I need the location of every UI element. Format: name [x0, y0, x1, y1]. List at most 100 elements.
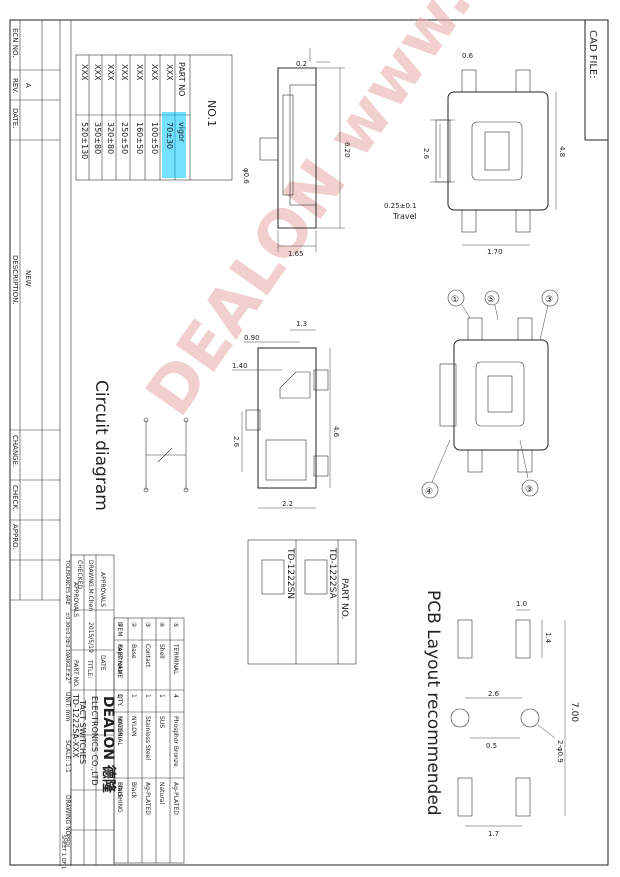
front-dim-090: 0.90 — [244, 334, 260, 342]
side-dim-height: 6.20 — [343, 142, 351, 158]
bom-row-1-col-3: Phosphor Bronze — [172, 716, 179, 767]
part-no-item-1: TD-1222SA — [327, 547, 337, 599]
bom-row-1-col-2: 4 — [172, 694, 179, 698]
bom-row-3-col-2: 1 — [144, 694, 151, 698]
part-table-title: NO.1 — [205, 100, 218, 127]
bom-row-1-col-4: Ag-PLATED — [172, 782, 179, 815]
front-dim-22: 2.2 — [282, 500, 293, 508]
title-block: APPROVALS DATE DRAWN G.M.Chen 2015/5/19 … — [60, 554, 117, 869]
side-dim-pin: φ0.6 — [242, 168, 250, 184]
revision-block: ECN NO. REV. DATE. DESCRIPTION. CHANGE. … — [10, 20, 60, 601]
pcb-dim-total: 7.00 — [569, 702, 579, 722]
svg-text:DEALON www.sisog.com: DEALON www.sisog.com — [132, 0, 620, 429]
part-table-row-5-part: XXX — [106, 64, 115, 81]
bom-row-5-col-2: 1 — [116, 694, 123, 698]
bom-row-4-col-0: ② — [130, 622, 137, 628]
tb-company-logo: DEALON 德隆 — [100, 696, 117, 794]
rev-header-date: DATE. — [11, 108, 19, 128]
part-table-row-6-vigor: 350±80 — [93, 122, 102, 154]
front-view: 1.3 0.90 1.40 2.6 4.6 2.2 — [232, 320, 340, 509]
side-view: 0.2 6.20 φ0.6 1.65 — [242, 48, 351, 258]
bom-row-1-col-0: ⑤ — [172, 622, 179, 627]
tb-sheet: SHEET 1 OF 1 — [60, 835, 66, 869]
part-table-row-3-part: XXX — [135, 64, 144, 81]
bom-row-5-col-3: NYLON — [116, 716, 123, 737]
bom-header-3: MATERIAL — [116, 716, 123, 746]
tb-title-label: TITLE: — [86, 659, 93, 678]
part-table-row-2-vigor: 100±50 — [150, 122, 159, 154]
bom-row-3-col-1: Contact — [144, 644, 151, 668]
pcb-dim-pad-w: 1.0 — [516, 600, 527, 608]
rev-header-ecn: ECN NO. — [11, 28, 19, 57]
part-table-row-6-part: XXX — [93, 64, 102, 81]
bom-row-2-col-4: Natural — [158, 782, 165, 804]
bom-row-3-col-0: ③ — [144, 622, 151, 627]
rev-value: A — [24, 83, 32, 88]
tb-checked-label: CHECKED — [76, 560, 83, 589]
side-dim-width: 1.65 — [288, 250, 304, 258]
tb-unit: UNIT: mm — [64, 692, 71, 721]
iso-view: ① ⑤ ③ ④ ③ — [421, 289, 559, 499]
bom-row-3-col-4: Ag-PLATED — [144, 782, 151, 815]
front-dim-26: 2.6 — [232, 436, 240, 448]
part-table-header-part: PART NO — [177, 62, 186, 96]
tb-approvals-label: APPROVALS — [72, 582, 79, 617]
bom-row-2-col-0: ④ — [158, 622, 165, 627]
pcb-dim-pad-h: 1.4 — [544, 632, 552, 644]
top-travel-label: Travel — [392, 212, 417, 221]
tb-tol-3: ±0.10 — [64, 640, 70, 655]
top-dim-pitch: 1.70 — [487, 248, 503, 256]
pcb-dim-pitch: 2.6 — [488, 690, 500, 698]
rev-header-description: DESCRIPTION. — [11, 255, 19, 305]
top-dim-body: 2.6 — [422, 148, 430, 160]
bom-row-2-col-3: SUS — [158, 716, 165, 728]
rev-header-change: CHANGE. — [11, 435, 19, 467]
pcb-layout: PCB Layout recommended 1.0 1.4 2.6 7.00 … — [423, 590, 579, 838]
bom-row-5-col-0: ① — [116, 622, 123, 627]
front-dim-140: 1.40 — [232, 362, 248, 370]
tb-drawn-by: G.M.Chen — [87, 582, 94, 611]
pcb-dim-gap: 0.5 — [486, 742, 497, 750]
tb-drawing-no: DRAWING NO. — [64, 795, 71, 837]
rev-header-rev: REV. — [11, 78, 19, 93]
part-table-row-7-vigor: 520±130 — [80, 122, 89, 159]
part-no-box-header: PART NO. — [339, 578, 349, 619]
front-dim-13: 1.3 — [296, 320, 307, 328]
part-table-row-2-part: XXX — [150, 64, 159, 81]
bom-row-4-col-1: Base — [130, 644, 137, 659]
iso-callout-3a: ③ — [545, 295, 553, 305]
bom-row-2-col-2: 1 — [158, 694, 165, 698]
circuit-title: Circuit diagram — [91, 380, 111, 511]
tb-proj: PROJ — [64, 835, 70, 847]
front-dim-46: 4.6 — [332, 426, 340, 438]
watermark: DEALON www.sisog.com — [132, 0, 620, 429]
pcb-dim-pitch2: 1.7 — [488, 830, 499, 838]
sheet-border — [9, 19, 609, 866]
tb-drawn-label: DRAWN — [87, 560, 94, 583]
bom-row-5-col-4: Black — [116, 782, 123, 799]
pcb-dim-hole: 2-φ0.9 — [556, 740, 564, 763]
part-table-row-4-vigor: 250±50 — [120, 122, 129, 154]
tb-drawn-date: 2015/5/19 — [87, 622, 94, 653]
part-table-row-1-vigor: 70±30 — [165, 122, 174, 149]
rev-header-check: CHECK. — [11, 485, 19, 511]
part-table-row-5-vigor: 320±80 — [106, 122, 115, 154]
tb-angle: ±2° — [64, 672, 71, 684]
bom-row-4-col-2: 1 — [130, 694, 137, 698]
tb-approvals-header: APPROVALS — [99, 572, 106, 607]
tb-angle-label: ANGLE — [64, 655, 70, 672]
part-no-item-2: TD-1222SN — [285, 547, 295, 599]
tb-part-no: TD-1222SA-XXX — [71, 693, 80, 758]
bom-row-3-col-3: Stainless Steel — [144, 716, 151, 760]
rev-description: NEW — [24, 270, 32, 287]
bom-row-4-col-4: Black — [130, 782, 137, 799]
bom-row-1-col-1: TERMINAL — [172, 643, 179, 675]
top-travel-value: 0.25±0.1 — [384, 202, 417, 210]
tb-company: ELECTRONICS CO.,LTD — [90, 696, 99, 786]
tb-part-no-label: PART NO. — [72, 660, 79, 688]
bom-header-1: PART NAME — [116, 644, 123, 678]
cad-file-label: CAD FILE: — [587, 30, 598, 79]
bom-header-0: ITEM — [116, 622, 123, 636]
part-table-row-4-part: XXX — [120, 64, 129, 81]
tb-tolerances: TOLERANCES ARE — [64, 559, 70, 605]
